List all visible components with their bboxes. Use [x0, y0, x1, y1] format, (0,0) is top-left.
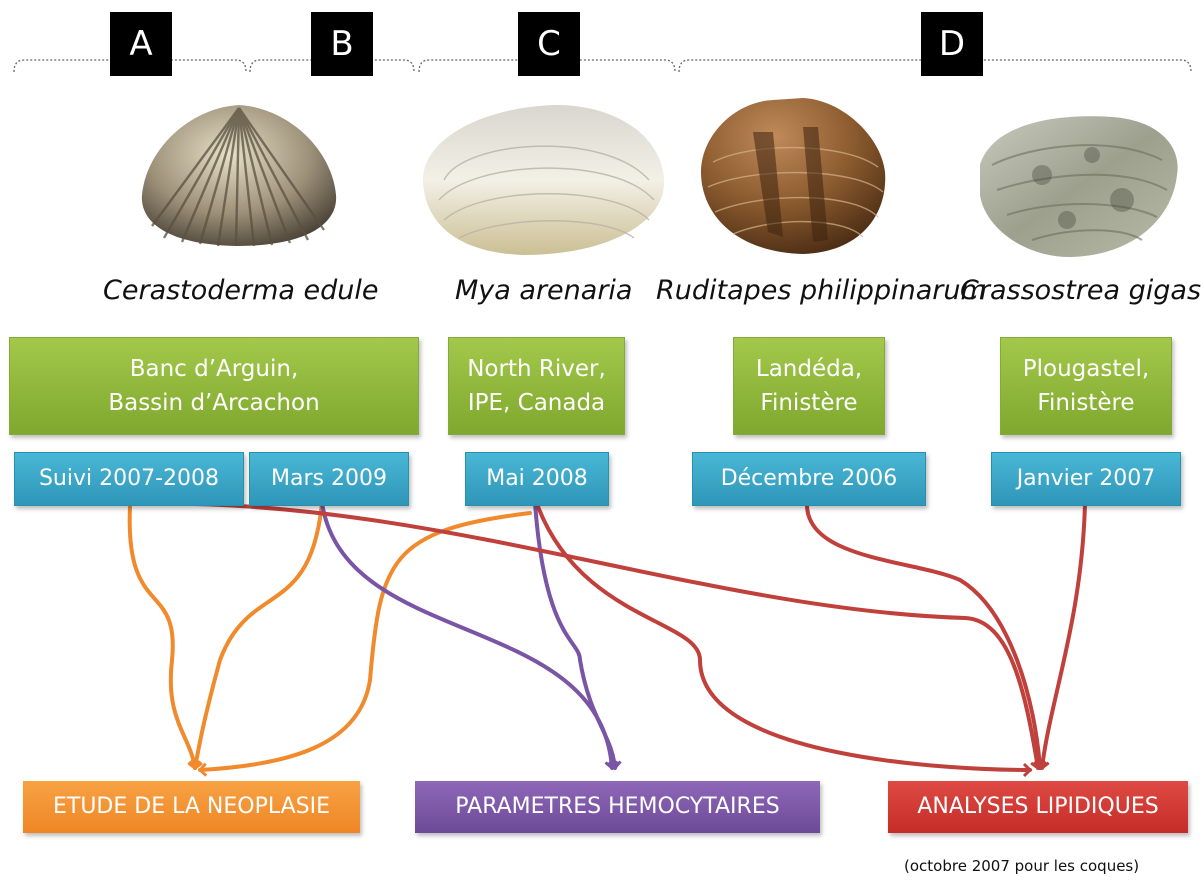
- arrow-decembre-to-lipidiques: [807, 503, 1040, 768]
- group-label-d: D: [921, 12, 983, 76]
- manila-clam-shell-icon: [693, 92, 893, 262]
- site-line-1: Plougastel,: [1023, 352, 1149, 386]
- site-line-1: North River,: [467, 352, 606, 386]
- group-label-b: B: [311, 12, 373, 76]
- arrows-hemocytaires: [322, 503, 615, 768]
- oyster-shell-icon: [972, 105, 1187, 265]
- arrow-suivi-to-neoplasie: [130, 507, 195, 768]
- arrow-janvier-to-lipidiques: [1042, 503, 1085, 768]
- date-mai-2008: Mai 2008: [465, 452, 609, 506]
- arrow-mai-to-neoplasie: [200, 513, 530, 770]
- cockle-shell-icon: [134, 100, 344, 250]
- group-label-c: C: [518, 12, 580, 76]
- outcome-lipidiques: ANALYSES LIPIDIQUES: [888, 781, 1188, 833]
- site-line-2: IPE, Canada: [467, 386, 606, 420]
- site-line-1: Banc d’Arguin,: [108, 352, 319, 386]
- arrow-suivi-to-lipidiques: [130, 503, 1038, 768]
- species-crassostrea-gigas: Crassostrea gigas: [960, 275, 1201, 306]
- date-mars-2009: Mars 2009: [249, 452, 409, 506]
- site-plougastel: Plougastel, Finistère: [1000, 337, 1172, 435]
- site-arcachon: Banc d’Arguin, Bassin d’Arcachon: [9, 337, 419, 435]
- species-mya-arenaria: Mya arenaria: [455, 275, 632, 306]
- date-janvier-2007: Janvier 2007: [991, 452, 1181, 506]
- date-suivi-2007-2008: Suivi 2007-2008: [14, 452, 244, 506]
- arrows-neoplasie: [130, 503, 530, 770]
- arrow-mai-to-hemocytaires: [535, 503, 615, 768]
- group-brackets: [14, 52, 1191, 72]
- species-ruditapes-philippinarum: Ruditapes philippinarum: [656, 275, 987, 306]
- site-line-2: Finistère: [1023, 386, 1149, 420]
- arrow-mars-to-neoplasie: [195, 503, 322, 768]
- lipid-note: (octobre 2007 pour les coques): [904, 857, 1139, 875]
- group-label-a: A: [110, 12, 172, 76]
- site-line-1: Landéda,: [756, 352, 862, 386]
- date-decembre-2006: Décembre 2006: [692, 452, 926, 506]
- outcome-hemocytaires: PARAMETRES HEMOCYTAIRES: [415, 781, 820, 833]
- site-line-2: Bassin d’Arcachon: [108, 386, 319, 420]
- species-cerastoderma-edule: Cerastoderma edule: [103, 275, 379, 306]
- arrows-lipidiques: [130, 503, 1085, 770]
- arrow-mai-to-lipidiques: [537, 504, 1030, 770]
- soft-shell-clam-icon: [404, 90, 674, 260]
- site-landeda: Landéda, Finistère: [733, 337, 885, 435]
- outcome-neoplasie: ETUDE DE LA NEOPLASIE: [23, 781, 360, 833]
- site-line-2: Finistère: [756, 386, 862, 420]
- site-north-river: North River, IPE, Canada: [448, 337, 625, 435]
